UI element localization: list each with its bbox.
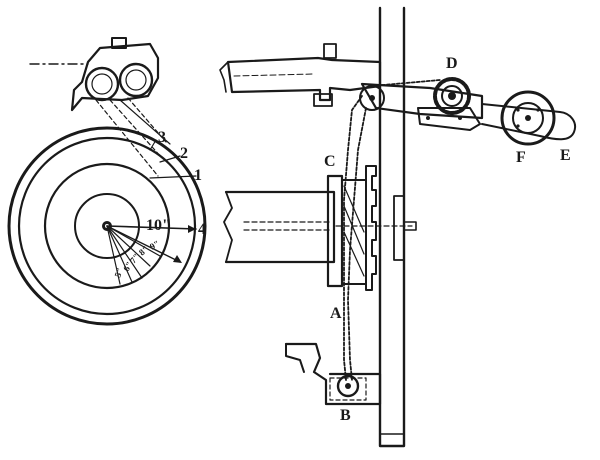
vertical-post: [378, 6, 406, 448]
horizontal-shaft: [223, 190, 336, 264]
part-label-d: D: [446, 55, 458, 72]
part-label-f: F: [516, 149, 526, 166]
handwheel-f: [500, 90, 556, 146]
circle-label-1: 1: [194, 167, 202, 184]
top-arm: [219, 43, 382, 107]
mechanism: A B C D E F: [219, 6, 576, 448]
dimension-main: 10": [146, 217, 171, 234]
dashed-belt-lines: [95, 97, 171, 177]
part-label-c: C: [324, 153, 336, 170]
part-label-a: A: [330, 305, 342, 322]
radius-lines: [106, 225, 197, 285]
lever-arm: [359, 82, 576, 141]
disc-ring-1: [43, 162, 171, 290]
part-label-b: B: [340, 407, 351, 424]
drum-c: [326, 165, 417, 291]
disc-ring-2: [17, 136, 197, 316]
twin-roller-bracket: [70, 37, 160, 112]
disc-outer-ring: [7, 126, 207, 326]
bottom-bracket: [284, 342, 382, 406]
circle-label-2: 2: [180, 145, 188, 162]
sprocket-d: [433, 77, 471, 115]
dimension-small: 9": [148, 238, 161, 251]
circle-label-4: 4: [198, 221, 206, 238]
dimension-small: 6": [121, 260, 134, 273]
part-label-e: E: [560, 147, 571, 164]
circle-label-3: 3: [158, 129, 166, 146]
dimension-small: 5": [112, 266, 125, 278]
disc-diagram: 1 2 3 4 10" 9" 8" 7" 6" 5": [7, 37, 207, 326]
disc-inner-ring: [74, 193, 140, 259]
drive-chain: [343, 79, 441, 381]
